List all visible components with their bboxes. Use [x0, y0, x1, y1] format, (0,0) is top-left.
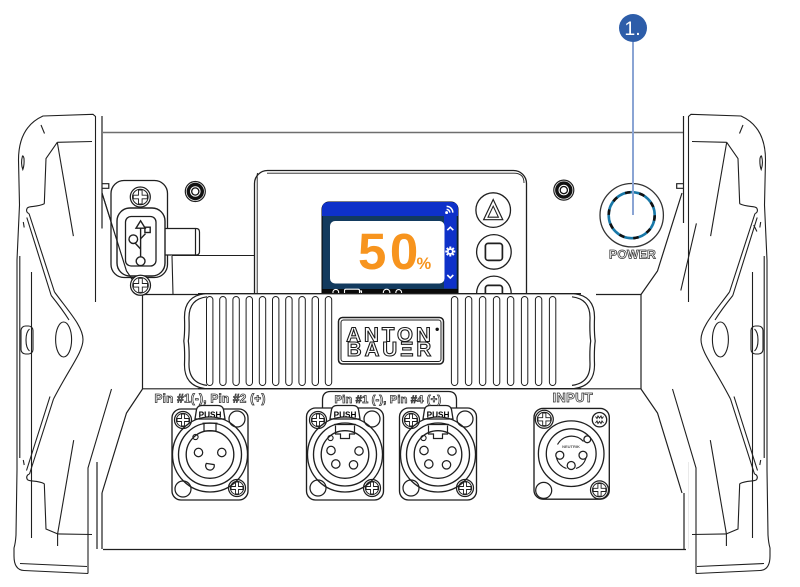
svg-text:NEUTRIK: NEUTRIK — [562, 444, 580, 449]
svg-text:INPUT: INPUT — [553, 390, 594, 405]
svg-text:%: % — [417, 255, 432, 273]
svg-text:BAUΞR: BAUΞR — [347, 338, 434, 361]
svg-text:PUSH: PUSH — [427, 411, 450, 420]
svg-text:POWER: POWER — [609, 248, 656, 262]
svg-text:Pin #1(-), Pin #2 (+): Pin #1(-), Pin #2 (+) — [155, 392, 266, 406]
svg-text:50: 50 — [358, 223, 422, 280]
svg-text:PUSH: PUSH — [334, 411, 357, 420]
svg-text:1.: 1. — [624, 18, 640, 40]
svg-text:Pin #1 (-), Pin #4 (+): Pin #1 (-), Pin #4 (+) — [335, 394, 442, 406]
svg-text:PUSH: PUSH — [199, 411, 222, 420]
svg-text:ANTON: ANTON — [346, 323, 434, 346]
